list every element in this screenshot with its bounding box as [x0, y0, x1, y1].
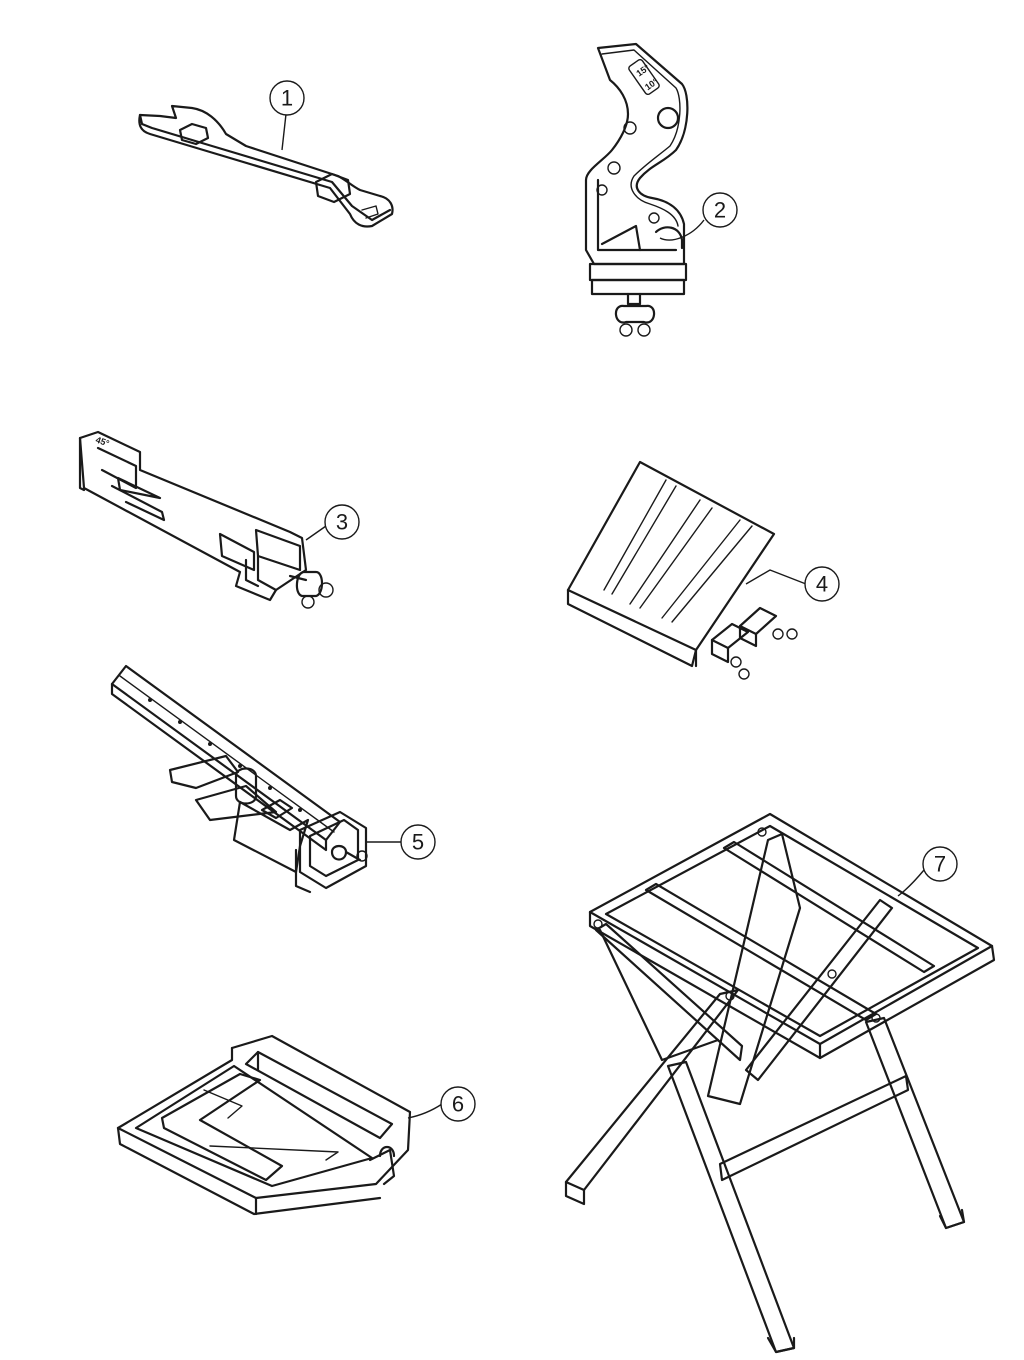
callout-3-label: 3 [336, 510, 348, 535]
callout-6: 6 [407, 1086, 476, 1122]
callout-1: 1 [269, 80, 305, 151]
callout-7: 7 [897, 846, 958, 897]
part-5-cutting-guide [110, 664, 368, 894]
bar-end-mark: 45° [94, 435, 111, 449]
callout-2-label: 2 [714, 198, 726, 223]
callout-5: 5 [366, 824, 436, 860]
callout-7-label: 7 [934, 852, 946, 877]
plate-angle-mark: 15° [634, 62, 651, 78]
callout-5-label: 5 [412, 830, 424, 855]
callout-2: 2 [659, 192, 738, 241]
part-4-table-extension [566, 460, 798, 680]
part-3-rip-guide-bar: 45° [78, 430, 334, 609]
plate-angle-alt-mark: 10° [643, 76, 660, 92]
part-6-extension-tray [116, 1034, 412, 1216]
callout-1-label: 1 [281, 86, 293, 111]
callout-6-label: 6 [452, 1092, 464, 1117]
callout-3: 3 [305, 504, 360, 541]
callout-4-label: 4 [816, 572, 828, 597]
callout-4: 4 [745, 566, 840, 602]
part-1-wrench [138, 104, 394, 228]
part-7-folding-stand [564, 812, 996, 1354]
part-2-miter-plate: 15° 10° [584, 42, 689, 337]
